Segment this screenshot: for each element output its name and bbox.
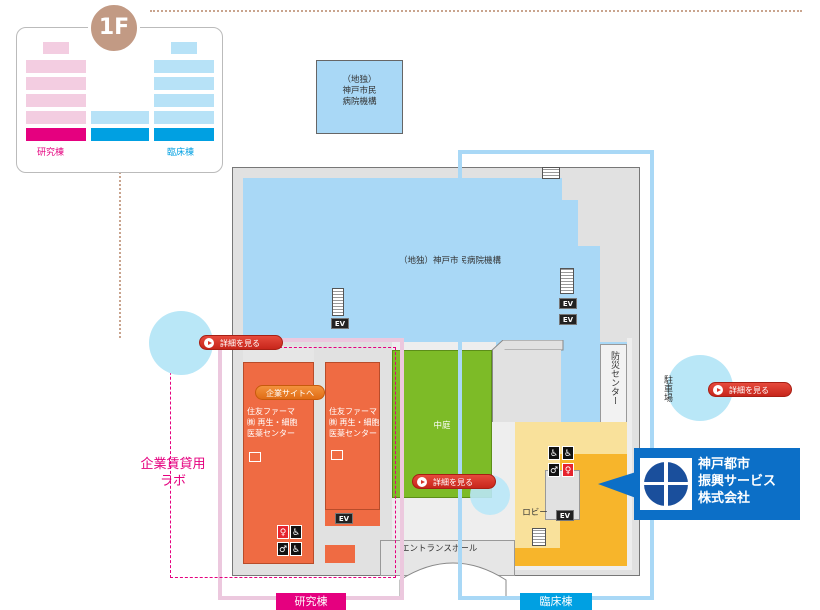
clinical-wing-label: 臨床棟 xyxy=(539,595,573,608)
ev-lobby: EV xyxy=(556,510,574,521)
floor-guide-line xyxy=(150,10,802,12)
rental-lab-label: 企業賃貸用 ラボ xyxy=(140,457,206,489)
details-button-label: 詳細を見る xyxy=(433,478,473,487)
restroom-male-icon: ♀ xyxy=(277,525,289,539)
tenant-left-link-icon xyxy=(249,452,261,462)
clinical-wing-frame xyxy=(458,150,654,600)
parking-label: 駐車場 xyxy=(662,375,672,402)
wall-block xyxy=(492,350,561,422)
accessible-icon-2: ♿ xyxy=(290,542,302,556)
small-orange-room xyxy=(325,545,355,563)
research-wing-label: 研究棟 xyxy=(294,595,328,608)
restroom-icon-clinical: ♂ xyxy=(548,463,560,477)
company-logo xyxy=(640,458,692,510)
restroom-female-icon: ♂ xyxy=(277,542,289,556)
ev-hospital-right-2: EV xyxy=(559,314,577,325)
play-icon xyxy=(417,477,427,487)
ev-hospital-left: EV xyxy=(331,318,349,329)
entrance-hall-label: エントランスホール xyxy=(401,544,478,554)
clinical-wing-tab: 臨床棟 xyxy=(520,593,592,610)
accessible-icon: ♿ xyxy=(290,525,302,539)
floor-guide-connector xyxy=(119,172,121,338)
kcmh-top-building[interactable]: （地独） 神戸市民 病院機構 xyxy=(316,60,403,134)
details-button-label: 詳細を見る xyxy=(729,386,769,395)
notch-1 xyxy=(562,178,627,200)
lobby-label: ロビー xyxy=(522,508,548,518)
tenant-right-label: 住友ファーマ ㈱ 再生・細胞 医薬センター xyxy=(329,407,380,438)
notch-lower-gray xyxy=(560,342,600,422)
details-button-label: 詳細を見る xyxy=(220,339,260,348)
details-button-rental-lab[interactable]: 詳細を見る xyxy=(199,335,283,350)
notch-3 xyxy=(600,246,627,342)
stair-lobby xyxy=(532,528,546,546)
mini-research-label: 研究棟 xyxy=(37,148,65,158)
details-button-courtyard[interactable]: 詳細を見る xyxy=(412,474,496,489)
kcmh-main-label: （地独）神戸市民病院機構 xyxy=(398,256,501,266)
ev-hospital-right-1: EV xyxy=(559,298,577,309)
ev-research: EV xyxy=(335,513,353,524)
floor-badge-label: 1F xyxy=(98,15,130,40)
restroom-icon-clinical-f: ♀ xyxy=(562,463,574,477)
entrance-arch xyxy=(399,562,507,596)
kcmh-top-label: （地独） 神戸市民 病院機構 xyxy=(342,75,377,107)
stair-top xyxy=(542,167,560,179)
tenant-right-link-icon xyxy=(331,450,343,460)
accessible-icon-clinical-2: ♿ xyxy=(562,446,574,460)
research-wing-tab: 研究棟 xyxy=(276,593,346,610)
stair-hospital-right xyxy=(560,268,574,294)
disaster-center[interactable]: 防災センター xyxy=(600,344,627,432)
company-site-label: 企業サイトへ xyxy=(266,389,314,398)
play-icon xyxy=(204,338,214,348)
tenant-right[interactable] xyxy=(325,362,380,510)
company-callout[interactable]: 神戸都市 振興サービス 株式会社 xyxy=(634,448,800,520)
mini-clinical-label: 臨床棟 xyxy=(167,148,195,158)
courtyard-label: 中庭 xyxy=(433,421,451,431)
floor-badge: 1F xyxy=(88,2,140,54)
rental-lab-outline xyxy=(170,347,396,578)
accessible-icon-clinical-1: ♿ xyxy=(548,446,560,460)
disaster-center-label: 防災センター xyxy=(609,351,619,405)
mini-center-block-current xyxy=(91,128,149,141)
mini-center-block xyxy=(91,111,149,124)
details-button-parking[interactable]: 詳細を見る xyxy=(708,382,792,397)
tenant-left-label: 住友ファーマ ㈱ 再生・細胞 医薬センター xyxy=(247,407,298,438)
notch-2 xyxy=(578,200,627,246)
play-icon xyxy=(713,385,723,395)
company-name: 神戸都市 振興サービス 株式会社 xyxy=(698,457,777,506)
callout-pointer xyxy=(598,472,636,498)
stair-hospital-left xyxy=(332,288,344,316)
tenant-left-cap xyxy=(243,346,314,362)
company-site-button[interactable]: 企業サイトへ xyxy=(255,385,325,400)
courtyard[interactable]: 中庭 xyxy=(392,350,492,498)
